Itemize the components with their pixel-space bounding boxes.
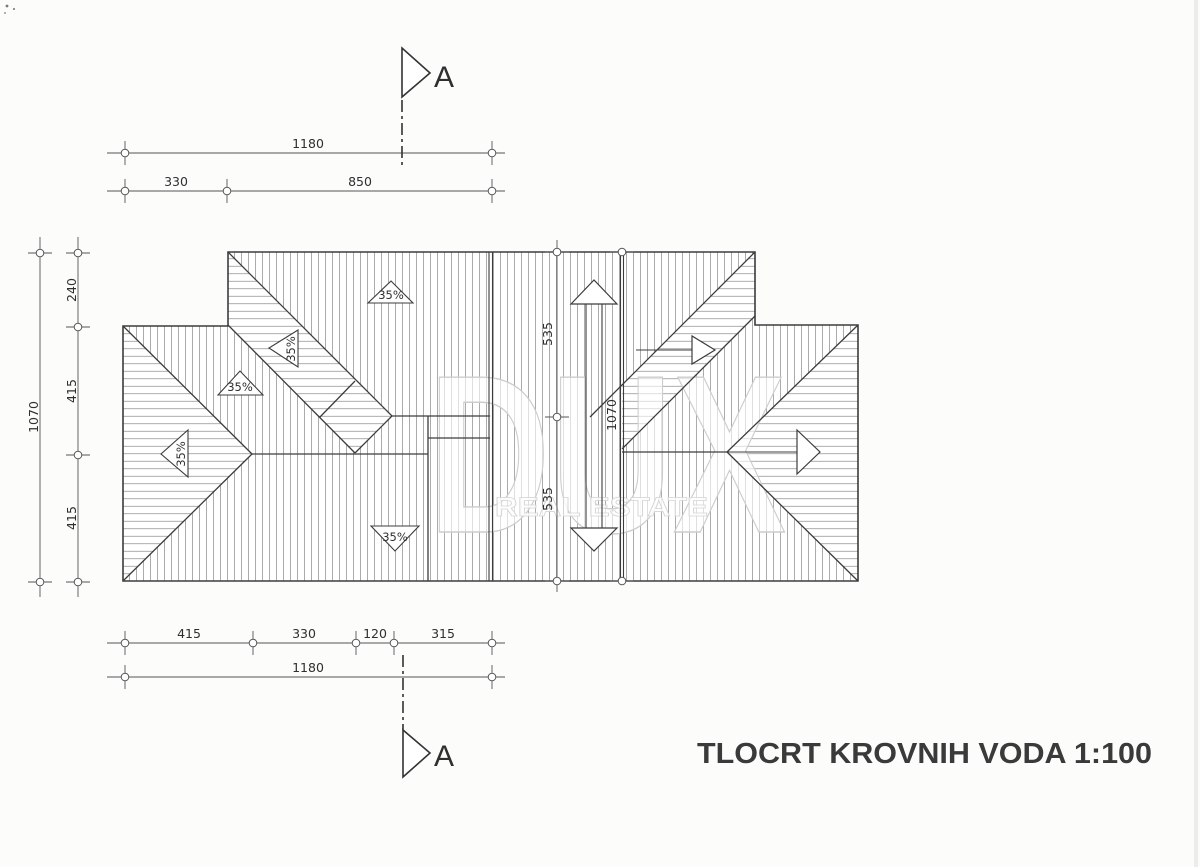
right-valley-lines bbox=[589, 251, 756, 450]
dim-label-top-left: 330 bbox=[164, 174, 188, 189]
slope-triangle-4 bbox=[160, 428, 189, 479]
dim-label-bottom-c: 120 bbox=[363, 626, 387, 641]
slope-arrow-right-upper bbox=[636, 334, 717, 366]
down-arrow-head bbox=[569, 527, 619, 552]
dim-label-bottom-d: 315 bbox=[431, 626, 455, 641]
left-lower-roof-lines bbox=[427, 416, 490, 581]
right-arrow-head-lower bbox=[796, 428, 821, 476]
left-roof-valley-band-hatch bbox=[228, 252, 392, 453]
dim-left-segments: 240 415 415 bbox=[64, 237, 90, 597]
slope-arrow-up-down bbox=[569, 279, 619, 552]
section-marker-top: A bbox=[401, 46, 454, 165]
watermark: DUX REAL ESTATE bbox=[427, 327, 786, 580]
dim-label-bottom-a: 415 bbox=[177, 626, 201, 641]
dim-label-left-c: 415 bbox=[64, 506, 79, 530]
right-roof-east-plane-hatch bbox=[727, 325, 858, 581]
left-valley-lines bbox=[227, 251, 393, 454]
dim-label-left-a: 240 bbox=[64, 278, 79, 302]
drawing-title: TLOCRT KROVNIH VODA 1:100 bbox=[697, 738, 1152, 770]
dim-label-bottom-total: 1180 bbox=[292, 660, 324, 675]
dim-label-middle-lower: 535 bbox=[540, 487, 555, 511]
slope-percentage-markers: 35% 35% 35% 35% 35% bbox=[160, 280, 421, 552]
left-roof-vertical-hatch bbox=[123, 252, 490, 581]
roof-linework bbox=[122, 251, 859, 582]
dim-label-top-right: 850 bbox=[348, 174, 372, 189]
slope-triangle-1 bbox=[366, 280, 415, 304]
scanner-edge-shadow bbox=[1194, 0, 1198, 867]
slope-triangle-3 bbox=[216, 370, 265, 396]
slope-label-4: 35% bbox=[174, 441, 188, 467]
section-marker-bottom: A bbox=[402, 655, 454, 779]
roof-outline bbox=[122, 251, 859, 582]
slope-direction-arrows bbox=[569, 279, 821, 552]
dim-label-left-b: 415 bbox=[64, 379, 79, 403]
dim-label-middle-upper: 535 bbox=[540, 322, 555, 346]
scan-speckles bbox=[4, 4, 16, 14]
slope-label-2: 35% bbox=[284, 336, 298, 362]
slope-label-5: 35% bbox=[382, 530, 408, 544]
dim-label-left-total: 1070 bbox=[26, 401, 41, 433]
dim-right-total: 1070 bbox=[604, 247, 634, 586]
left-hip-lines bbox=[122, 325, 253, 582]
slope-triangle-2 bbox=[267, 329, 299, 369]
dim-top-total: 1180 bbox=[107, 136, 505, 165]
dimension-lines: 1180 330 850 1070 240 bbox=[26, 136, 634, 689]
dim-bottom-segments: 415 330 120 315 bbox=[107, 626, 505, 655]
section-label-bottom: A bbox=[434, 740, 454, 773]
dim-bottom-total: 1180 bbox=[107, 660, 505, 689]
watermark-brand: DUX bbox=[428, 328, 786, 580]
dim-left-total: 1070 bbox=[26, 237, 52, 597]
dim-middle-segments: 535 535 bbox=[540, 240, 569, 592]
up-arrow-head bbox=[569, 279, 619, 305]
dim-label-bottom-b: 330 bbox=[292, 626, 316, 641]
slope-arrow-right-lower bbox=[727, 428, 821, 476]
dim-label-top-total: 1180 bbox=[292, 136, 324, 151]
dim-label-right-total: 1070 bbox=[604, 399, 619, 431]
right-arrow-head-upper bbox=[691, 334, 717, 366]
slope-label-3: 35% bbox=[227, 380, 253, 394]
wall-line-middle-right bbox=[619, 252, 625, 581]
section-flag-top bbox=[401, 46, 432, 99]
dim-top-segments: 330 850 bbox=[107, 174, 505, 203]
slope-triangle-5 bbox=[369, 525, 421, 552]
section-flag-bottom bbox=[402, 728, 432, 779]
section-label-top: A bbox=[434, 61, 454, 94]
slope-label-1: 35% bbox=[378, 288, 404, 302]
right-hip-lines bbox=[726, 324, 859, 582]
